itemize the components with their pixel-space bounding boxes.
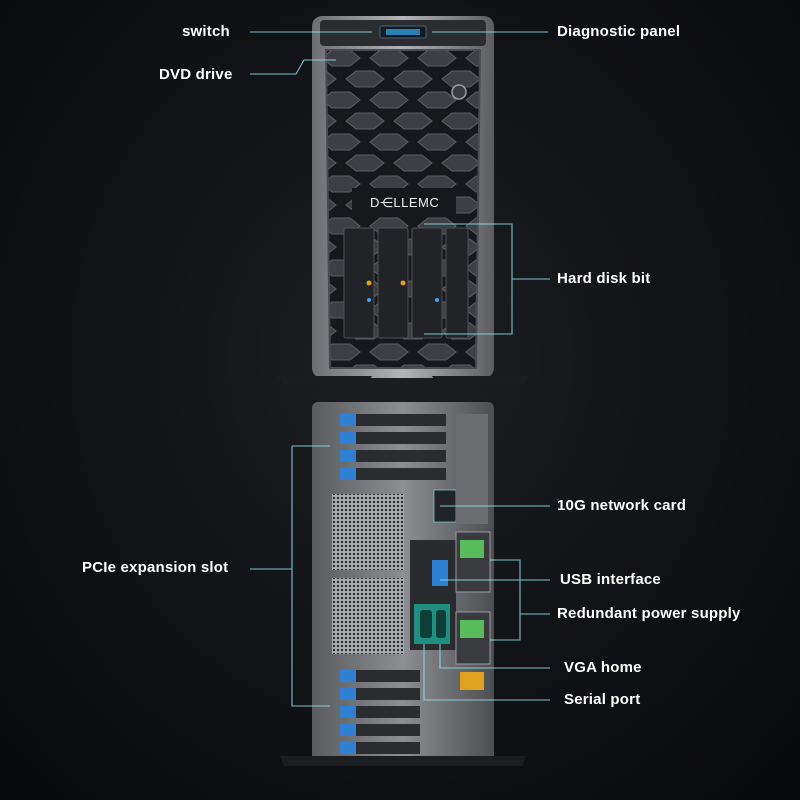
label-pcie-expansion-slot: PCIe expansion slot [82,559,229,576]
brand-plate [352,188,456,216]
callout-lines [250,31,550,707]
label-dvd-drive: DVD drive [159,66,233,83]
vga-port [420,610,432,638]
label-10g-network-card: 10G network card [557,497,687,514]
usb-ports [432,560,448,586]
front-feet [278,376,528,384]
lcd-screen [386,29,420,35]
vent-lower [332,578,404,654]
label-switch: switch [182,23,230,40]
rear-side-panel [456,414,488,524]
front-view [278,16,528,384]
psu-units [455,531,491,690]
drive-bays [343,227,469,339]
power-button-icon [451,84,467,100]
rear-view [280,402,526,766]
label-hard-disk-bit: Hard disk bit [557,270,651,287]
label-diagnostic-panel: Diagnostic panel [557,23,681,40]
label-vga-home: VGA home [564,659,642,676]
pcie-slots-bottom [340,670,420,754]
label-serial-port: Serial port [564,691,641,708]
pcie-slots-top [340,414,446,480]
label-usb-interface: USB interface [560,571,661,588]
serial-port [436,610,446,638]
vent-upper [332,494,404,570]
brand-logo: D⋲LLEMC [370,195,440,210]
label-redundant-power-supply: Redundant power supply [557,605,741,622]
rear-feet [280,756,526,766]
drive-leds [366,280,439,302]
